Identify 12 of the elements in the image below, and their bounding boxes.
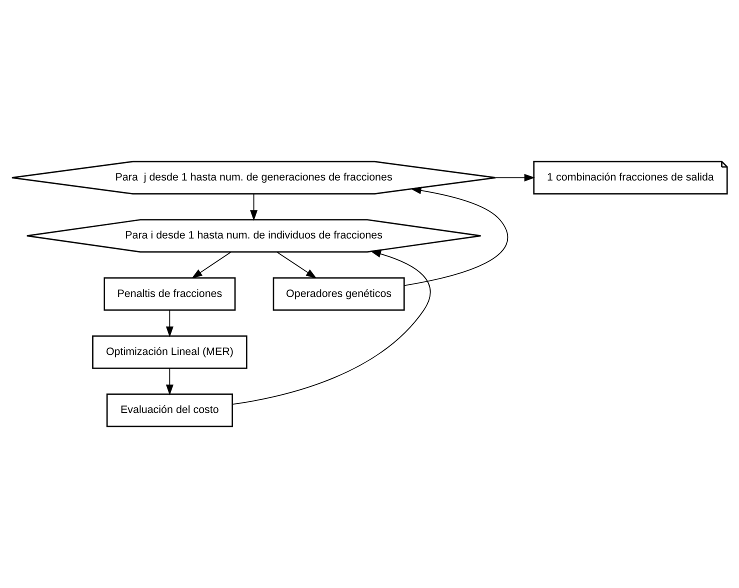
arrow [404, 186, 508, 286]
arrow [495, 174, 536, 182]
node-box: Optimización Lineal (MER) [92, 335, 248, 369]
node-box: Penaltis de fracciones [104, 277, 236, 311]
arrow [232, 250, 431, 405]
arrow [166, 310, 174, 338]
arrow [276, 252, 317, 278]
arrow [250, 194, 258, 221]
node-box: Operadores genéticos [272, 277, 405, 311]
node-box: Evaluación del costo [106, 394, 233, 428]
arrow [192, 252, 232, 278]
arrow [166, 368, 174, 396]
